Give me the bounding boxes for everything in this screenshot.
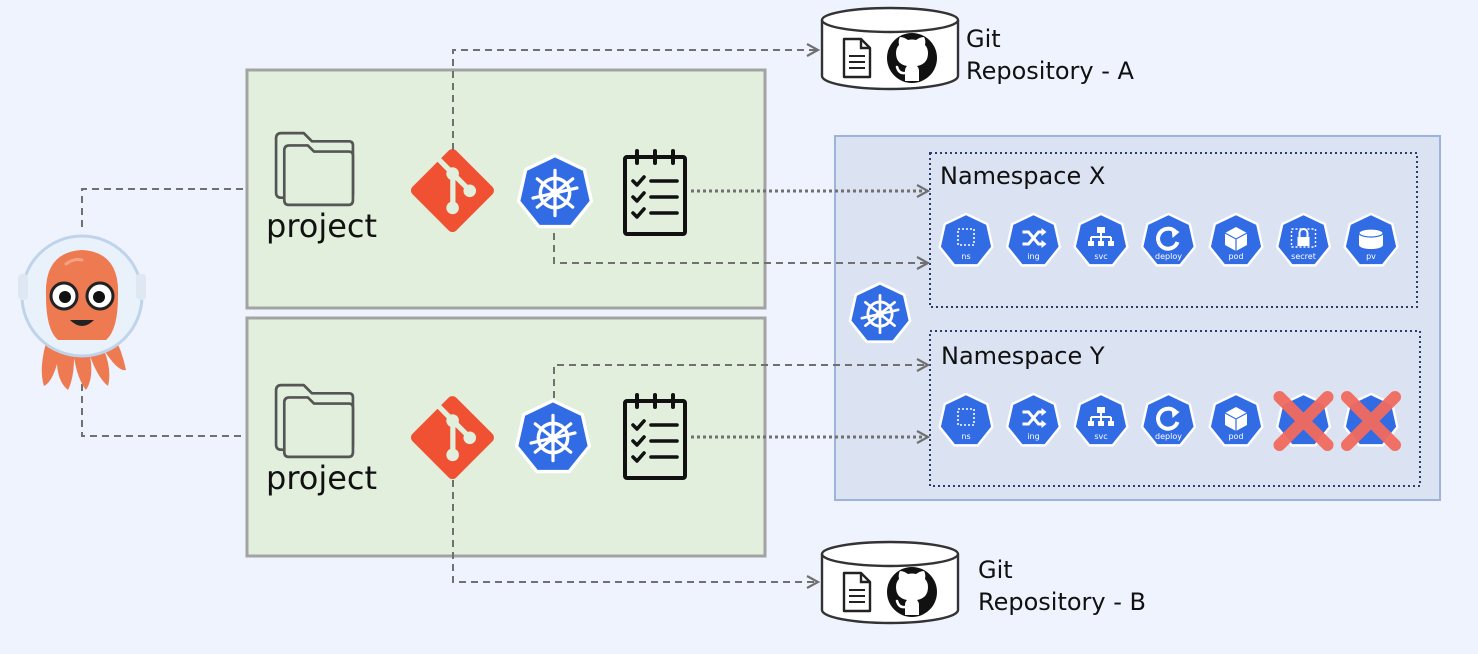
square-dashed-icon	[957, 228, 975, 246]
repo-connectors	[452, 50, 818, 582]
namespace-y-resources: ns ing svc deploy pod	[938, 391, 1401, 451]
resource-ing: ing	[1005, 392, 1062, 447]
argo-octopus-icon	[18, 234, 146, 390]
resource-kind-label: svc	[1094, 252, 1107, 261]
resource-deploy: deploy	[1140, 392, 1197, 447]
removed-cross-icon	[1273, 391, 1334, 451]
shuffle-icon	[1022, 408, 1047, 428]
resource-removed	[1341, 391, 1401, 451]
resource-ing: ing	[1005, 212, 1062, 267]
resource-kind-label: ing	[1027, 432, 1039, 441]
resource-kind-label: pod	[1228, 432, 1243, 441]
refresh-icon	[1156, 226, 1180, 251]
cube-icon	[1224, 407, 1248, 431]
resource-ns: ns	[938, 212, 994, 267]
refresh-icon	[1156, 406, 1180, 431]
resource-kind-label: deploy	[1155, 252, 1182, 261]
resource-kind-label: secret	[1291, 252, 1316, 261]
resource-kind-label: deploy	[1155, 432, 1182, 441]
resource-pod: pod	[1208, 392, 1264, 447]
cube-icon	[1224, 227, 1248, 251]
cluster-container	[834, 135, 1441, 501]
namespace-x-title: Namespace X	[940, 162, 1105, 190]
project-b-label: project	[266, 459, 377, 497]
resource-kind-label: pv	[1366, 252, 1376, 261]
resource-svc: svc	[1073, 392, 1129, 447]
repo-a-line1: Git	[966, 25, 1001, 53]
git-repository-a-icon	[820, 6, 960, 91]
mascot-connectors	[81, 188, 246, 437]
namespace-y-title: Namespace Y	[941, 342, 1105, 370]
repo-b-line2: Repository - B	[978, 588, 1146, 616]
resource-pv: pv	[1343, 212, 1399, 267]
namespace-y-box	[929, 330, 1421, 487]
disk-icon	[1358, 228, 1384, 249]
kubernetes-destination-icon	[514, 398, 592, 474]
git-repository-b-icon	[820, 540, 960, 625]
hierarchy-icon	[1088, 407, 1114, 426]
resource-secret: secret	[1275, 212, 1332, 267]
shuffle-icon	[1022, 228, 1047, 248]
repo-a-line2: Repository - A	[966, 57, 1135, 85]
resource-kind-label: ns	[961, 252, 970, 261]
repo-b-line1: Git	[978, 556, 1013, 584]
removed-cross-icon	[1341, 391, 1401, 451]
resource-kind-label: ns	[961, 432, 970, 441]
project-a-label: project	[266, 207, 377, 245]
cluster-kubernetes-icon	[848, 281, 912, 344]
resource-svc: svc	[1073, 212, 1129, 267]
resource-ns: ns	[938, 392, 994, 447]
resource-kind-label: pod	[1228, 252, 1243, 261]
hierarchy-icon	[1088, 227, 1114, 246]
namespace-x-box	[929, 152, 1418, 308]
namespace-x-resources: ns ing svc deploy pod secret pv	[938, 212, 1399, 267]
destination-connectors	[553, 233, 928, 398]
square-dashed-icon	[957, 408, 975, 426]
lock-icon	[1290, 228, 1317, 248]
kubernetes-destination-icon	[516, 153, 594, 229]
resource-pod: pod	[1208, 212, 1264, 267]
resource-kind-label: svc	[1094, 432, 1107, 441]
resource-removed	[1273, 391, 1334, 451]
resource-kind-label: ing	[1027, 252, 1039, 261]
resource-deploy: deploy	[1140, 212, 1197, 267]
